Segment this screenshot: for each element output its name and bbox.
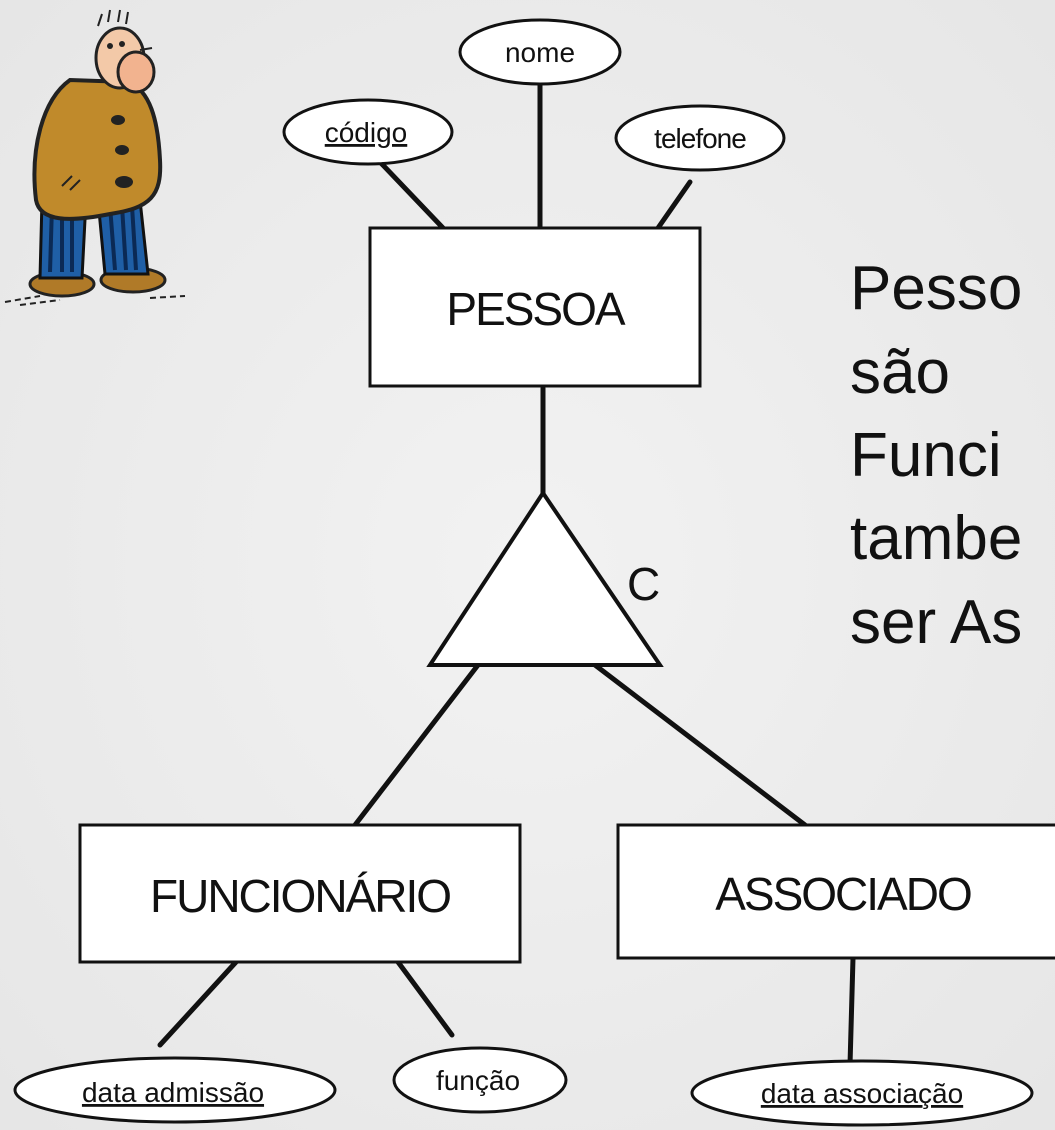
attribute-ellipse-codigo[interactable] — [282, 98, 454, 166]
side-text-line-2: são — [850, 338, 950, 407]
specialization-label: C — [627, 558, 660, 610]
side-text-line-1: Pesso — [850, 254, 1023, 323]
entity-label-funcionario: FUNCIONÁRIO — [150, 870, 450, 922]
attribute-label-codigo: código — [325, 117, 408, 148]
connector-lines — [157, 77, 856, 1068]
entity-box-funcionario[interactable] — [78, 823, 522, 964]
attribute-label-data-admissao: data admissão — [82, 1077, 264, 1108]
attribute-label-nome: nome — [505, 37, 575, 68]
side-text-line-3: Funci — [850, 421, 1002, 490]
specialization-triangle — [426, 489, 664, 667]
entity-label-associado: ASSOCIADO — [715, 868, 971, 920]
side-text-line-5: ser As — [850, 588, 1023, 657]
attribute-ellipse-funcao[interactable] — [392, 1046, 568, 1114]
entity-label-pessoa: PESSOA — [446, 283, 626, 335]
attribute-ellipse-data-admissao[interactable] — [13, 1056, 337, 1124]
attribute-ellipse-telefone[interactable] — [614, 104, 786, 172]
attribute-label-telefone: telefone — [654, 123, 746, 154]
entity-box-associado[interactable] — [616, 823, 1055, 960]
side-text-line-4: tambe — [850, 504, 1023, 573]
cartoon-character-icon — [4, 9, 186, 306]
attribute-label-funcao: função — [436, 1065, 520, 1096]
attribute-ellipse-data-associacao[interactable] — [690, 1059, 1034, 1127]
attribute-label-data-associacao: data associação — [761, 1078, 963, 1109]
entity-box-pessoa[interactable] — [368, 226, 702, 388]
attribute-ellipse-nome[interactable] — [458, 18, 622, 86]
